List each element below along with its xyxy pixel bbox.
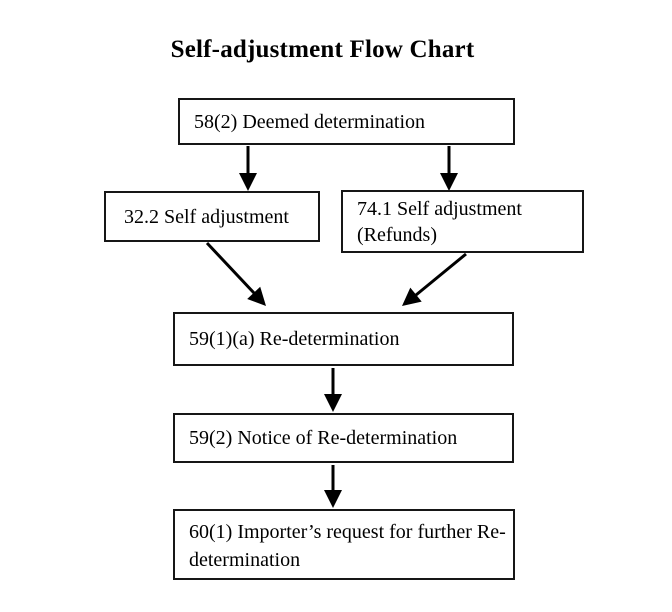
- flow-node-label: 32.2 Self adjustment: [124, 205, 289, 228]
- flow-node-label: 59(2) Notice of Re-determination: [189, 427, 458, 449]
- flow-node-label: 74.1 Self adjustment (Refunds): [357, 197, 522, 246]
- flow-node-58-2-deemed-determination: 58(2) Deemed determination: [178, 98, 515, 145]
- arrow-59-1-a-to-59-2: [324, 368, 342, 412]
- flow-node-label: 60(1) Importer’s request for further Re-…: [189, 521, 506, 571]
- flow-node-59-1-a-re-determination: 59(1)(a) Re-determination: [173, 312, 514, 366]
- flow-node-60-1-importers-request-further-re-determination: 60(1) Importer’s request for further Re-…: [173, 509, 515, 580]
- flow-node-59-2-notice-of-re-determination: 59(2) Notice of Re-determination: [173, 413, 514, 463]
- flow-node-label: 58(2) Deemed determination: [194, 110, 426, 133]
- arrow-58-2-to-32-2: [239, 146, 257, 191]
- arrow-58-2-to-74-1: [440, 146, 458, 191]
- flow-node-label: 59(1)(a) Re-determination: [189, 328, 400, 350]
- arrow-32-2-to-59-1-a: [205, 241, 266, 306]
- flow-node-32-2-self-adjustment: 32.2 Self adjustment: [104, 191, 320, 242]
- page-title: Self-adjustment Flow Chart: [170, 36, 475, 63]
- arrow-74-1-to-59-1-a: [402, 252, 467, 306]
- flow-node-74-1-self-adjustment-refunds: 74.1 Self adjustment (Refunds): [341, 190, 584, 253]
- arrow-59-2-to-60-1: [324, 465, 342, 508]
